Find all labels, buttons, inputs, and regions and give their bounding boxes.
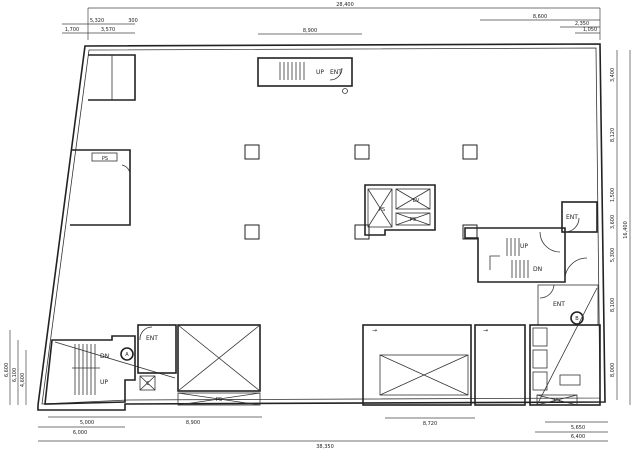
- marker-b: B: [575, 316, 579, 322]
- ps-label-core2: PS: [410, 217, 416, 223]
- ev-label: EV: [413, 198, 420, 204]
- dimension-labels: 28,400 8,600 5,320 300 2,350 1,700 3,570…: [4, 2, 629, 450]
- dimension-label: 300: [128, 18, 138, 24]
- bottom-left-core: DN UP A ENT C PS: [44, 324, 261, 406]
- top-stair: UP ENT: [257, 57, 353, 94]
- dimension-label: 6,600: [4, 363, 10, 377]
- dimension-label: 6,400: [571, 434, 585, 440]
- dn-label-left: DN: [100, 353, 109, 360]
- outer-wall: [37, 43, 606, 411]
- ps-label-left: PS: [102, 156, 108, 162]
- dimension-label: 1,500: [610, 188, 616, 202]
- columns: [244, 144, 478, 240]
- dimension-label: 8,100: [610, 298, 616, 312]
- dimension-label: 3,570: [101, 27, 115, 33]
- dimension-label: 6,100: [12, 368, 18, 382]
- dimension-label: 28,400: [336, 2, 354, 8]
- dimension-label: 8,000: [610, 363, 616, 377]
- inner-wall: [41, 47, 601, 405]
- dimension-label: 3,600: [610, 215, 616, 229]
- dimension-label: 8,900: [303, 28, 317, 34]
- central-core: PS EV PS: [364, 184, 436, 236]
- dn-label-right: DN: [533, 266, 542, 273]
- ps-label-bottom-right: PS: [554, 398, 560, 404]
- ent-label-right-upper: ENT: [566, 214, 578, 221]
- dimension-label: 16,400: [623, 221, 629, 239]
- dimension-label: 1,700: [65, 27, 79, 33]
- dimension-label: 8,720: [423, 421, 437, 427]
- dimension-label: 38,350: [316, 444, 334, 450]
- dimension-label: 2,350: [575, 21, 589, 27]
- ps-label-bottom-left: PS: [216, 397, 222, 403]
- dimension-label: 8,900: [186, 420, 200, 426]
- dimension-label: 5,300: [610, 248, 616, 262]
- dimension-label: 5,650: [571, 425, 585, 431]
- left-rooms: PS: [70, 54, 136, 226]
- bottom-middle-rooms: → → PS: [362, 324, 601, 406]
- up-label-left: UP: [100, 379, 108, 386]
- right-entrance-upper: ENT: [561, 201, 598, 283]
- dimension-label: 4,600: [20, 373, 26, 387]
- dimension-label: 5,000: [80, 420, 94, 426]
- up-label-right: UP: [520, 243, 528, 250]
- up-label: UP: [316, 69, 324, 76]
- dimension-label: 6,000: [73, 430, 87, 436]
- dimension-label: 8,120: [610, 128, 616, 142]
- ps-label-core: PS: [379, 207, 385, 213]
- ent-label-left: ENT: [146, 335, 158, 342]
- arrow-icon: →: [483, 327, 488, 334]
- marker-a: A: [125, 352, 129, 358]
- right-entrance-lower: ENT B: [536, 284, 599, 406]
- arrow-icon: →: [372, 327, 377, 334]
- right-stair: UP DN: [464, 227, 566, 283]
- ent-label: ENT: [330, 69, 342, 76]
- dimension-label: 8,600: [533, 14, 547, 20]
- marker-c: C: [146, 381, 150, 387]
- dimension-label: 5,320: [90, 18, 104, 24]
- dimension-lines: [9, 7, 631, 442]
- dimension-label: 1,050: [583, 27, 597, 33]
- ent-label-right-lower: ENT: [553, 301, 565, 308]
- dimension-label: 3,400: [610, 68, 616, 82]
